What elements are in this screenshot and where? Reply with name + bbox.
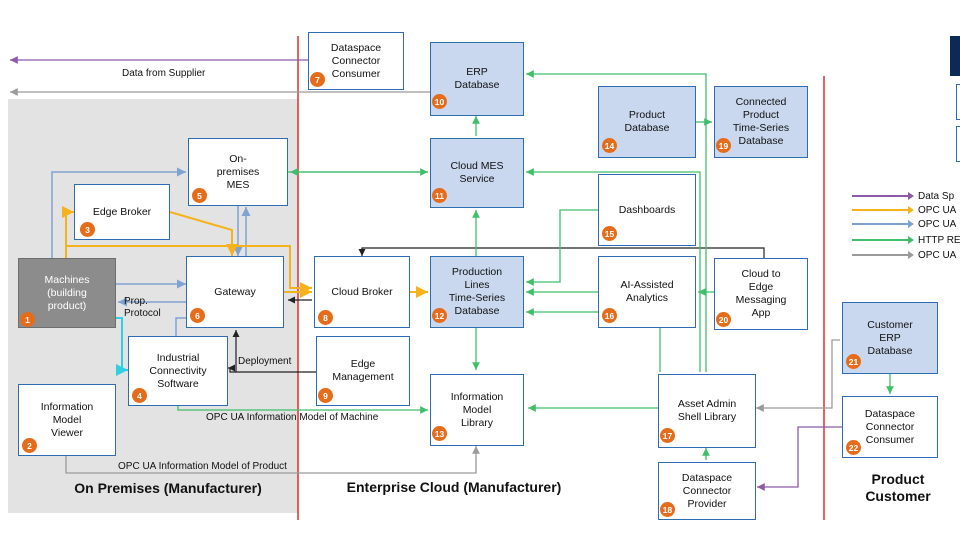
- cloud-mes-label: Cloud MES Service: [450, 160, 504, 185]
- cropped-box-lower: [956, 126, 960, 162]
- customer-erp-badge: 21: [846, 354, 861, 369]
- machines-badge: 1: [20, 312, 35, 327]
- product-db-badge: 14: [602, 138, 617, 153]
- info-viewer-badge: 2: [22, 438, 37, 453]
- link-provider-customer: [757, 426, 842, 491]
- gateway-box: Gateway: [186, 256, 284, 328]
- dsc-consumer-badge: 7: [310, 72, 325, 87]
- onprem-mes-badge: 5: [192, 188, 207, 203]
- link-aas-customer: [756, 339, 840, 412]
- aas-lib-label: Asset Admin Shell Library: [677, 398, 737, 423]
- link-edgebroker-gateway: [169, 211, 238, 256]
- opcua-machine-label: OPC UA Information Model of Machine: [206, 412, 379, 423]
- gateway-label: Gateway: [214, 285, 256, 298]
- link-cloudedge-cloudbroker: [358, 247, 765, 258]
- cloud-broker-label: Cloud Broker: [331, 285, 393, 298]
- dashboards-label: Dashboards: [618, 203, 676, 216]
- link-info-viewer-library: [65, 446, 480, 474]
- link-aas-cloudmes: [526, 168, 701, 372]
- cropped-logo: [950, 36, 960, 76]
- onprem-mes-label: On- premises MES: [216, 152, 260, 191]
- customer-erp-label: Customer ERP Database: [867, 318, 913, 357]
- edge-broker-label: Edge Broker: [92, 205, 152, 218]
- legend-item-opcua-pubsub: OPC UA: [852, 204, 956, 216]
- dsc-consumer-label: Dataspace Connector Consumer: [330, 41, 382, 80]
- dashboards-box: Dashboards: [598, 174, 696, 246]
- legend-label: OPC UA: [918, 204, 957, 216]
- dsc-provider-badge: 18: [660, 502, 675, 517]
- info-lib-box: Information Model Library: [430, 374, 524, 446]
- edge-mgmt-badge: 9: [318, 388, 333, 403]
- erp-db-badge: 10: [432, 94, 447, 109]
- cloud-edge-app-badge: 20: [716, 312, 731, 327]
- legend-swatch-orange: [852, 206, 914, 214]
- aas-lib-badge: 17: [660, 428, 675, 443]
- dsc-consumer-box: Dataspace Connector Consumer: [308, 32, 404, 90]
- edge-mgmt-label: Edge Management: [332, 358, 394, 383]
- on-premises-title: On Premises (Manufacturer): [74, 480, 262, 496]
- link-machines-up: [62, 206, 74, 258]
- machines-label: Machines (building product): [44, 273, 90, 312]
- prod-lines-badge: 12: [432, 308, 447, 323]
- cloud-edge-app-box: Cloud to Edge Messaging App: [714, 258, 808, 330]
- cloud-edge-app-label: Cloud to Edge Messaging App: [735, 268, 787, 319]
- info-lib-badge: 13: [432, 426, 447, 441]
- erp-db-label: ERP Database: [454, 66, 500, 91]
- dsc-consumer-2-badge: 22: [846, 440, 861, 455]
- ai-analytics-badge: 16: [602, 308, 617, 323]
- link-edgemgmt-ics: [228, 364, 236, 373]
- cloud-mes-badge: 11: [432, 188, 447, 203]
- deployment-label: Deployment: [238, 356, 292, 367]
- edge-broker-box: Edge Broker: [74, 184, 170, 240]
- legend-label: Data Sp: [918, 190, 955, 202]
- link-dashboards-prodlines: [526, 209, 598, 286]
- legend-swatch-purple: [852, 192, 914, 200]
- ai-analytics-label: AI-Assisted Analytics: [620, 279, 674, 304]
- ics-badge: 4: [132, 388, 147, 403]
- legend-label: OPC UA: [918, 218, 957, 230]
- edge-broker-badge: 3: [80, 222, 95, 237]
- cloud-broker-badge: 8: [318, 310, 333, 325]
- dsc-provider-label: Dataspace Connector Provider: [681, 471, 733, 510]
- cropped-box-upper: [956, 84, 960, 120]
- info-lib-label: Information Model Library: [450, 390, 504, 429]
- legend-item-dataspace: Data Sp: [852, 190, 954, 202]
- enterprise-cloud-title: Enterprise Cloud (Manufacturer): [346, 479, 562, 495]
- legend-swatch-green: [852, 236, 914, 244]
- ics-label: Industrial Connectivity Software: [149, 351, 207, 390]
- link-machines-ics: [116, 317, 128, 376]
- info-viewer-label: Information Model Viewer: [40, 400, 94, 439]
- product-customer-title: Product Customer: [865, 471, 931, 504]
- link-machines-cloudbroker: [65, 245, 312, 294]
- product-db-label: Product Database: [624, 109, 670, 134]
- link-aas-erp: [526, 70, 707, 372]
- data-from-supplier-label: Data from Supplier: [122, 68, 206, 79]
- gateway-badge: 6: [190, 308, 205, 323]
- prod-lines-box: Production Lines Time-Series Database: [430, 256, 524, 328]
- link-ics-library: [177, 406, 428, 414]
- prod-lines-label: Production Lines Time-Series Database: [448, 266, 506, 317]
- opcua-product-label: OPC UA Information Model of Product: [118, 461, 287, 472]
- legend-item-opcua-info: OPC UA: [852, 249, 956, 261]
- legend-swatch-blue: [852, 220, 914, 228]
- legend-item-http-rest: HTTP RE: [852, 234, 960, 246]
- prop-protocol-label: Prop. Protocol: [124, 296, 161, 319]
- connected-ts-badge: 19: [716, 138, 731, 153]
- dsc-consumer-2-label: Dataspace Connector Consumer: [864, 407, 916, 446]
- legend-item-opcua-cs: OPC UA: [852, 218, 956, 230]
- link-machines-edgebroker: [51, 167, 186, 258]
- legend-label: OPC UA: [918, 249, 957, 261]
- cloud-mes-box: Cloud MES Service: [430, 138, 524, 208]
- connected-ts-label: Connected Product Time-Series Database: [732, 96, 790, 147]
- legend-label: HTTP RE: [918, 234, 960, 246]
- legend-swatch-grey: [852, 251, 914, 259]
- dashboards-badge: 15: [602, 226, 617, 241]
